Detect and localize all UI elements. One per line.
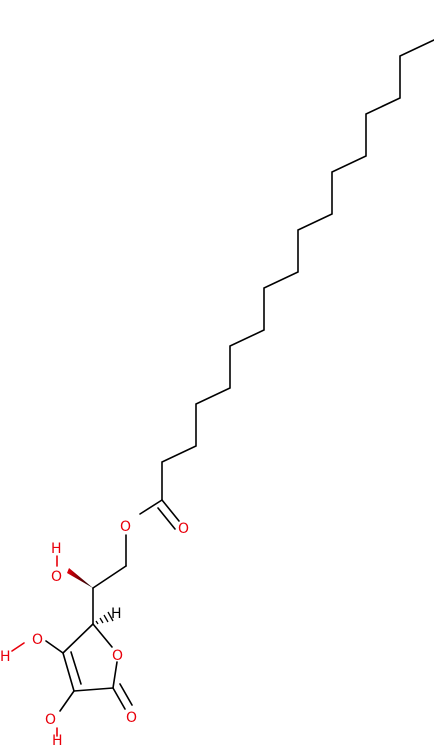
- ring-c1-c2-bond: [73, 687, 114, 692]
- ring-h-label: H: [111, 606, 122, 622]
- enol-top-h-label: H: [0, 649, 11, 665]
- ring-c2-c3-bond-2: [70, 651, 82, 685]
- ring-c3-c4-bond: [62, 623, 94, 654]
- enol-top-o-label: O: [32, 632, 43, 648]
- carbonyl-oxygen-label: O: [178, 521, 189, 537]
- enol-top-h-bond: [11, 642, 25, 652]
- acyl-chain: [161, 39, 434, 501]
- lactone-oxygen-label: O: [126, 710, 137, 726]
- ester-bond: [139, 499, 163, 515]
- ring-oxygen-label: O: [112, 648, 123, 664]
- ring-c4-o-bond: [92, 623, 113, 648]
- enol-bottom-o-label: O: [45, 712, 56, 728]
- ester-oxygen-label: O: [120, 519, 131, 535]
- ring-c2-c3-bond-1: [62, 652, 75, 692]
- ring-o-c1-bond: [112, 661, 118, 689]
- enol-bottom-h-label: H: [52, 733, 63, 748]
- carbonyl-bond-1: [161, 499, 180, 522]
- hashed-bond-h: [95, 611, 114, 625]
- lactone-carbonyl-1: [112, 687, 126, 710]
- lactone-carbonyl-2: [119, 683, 133, 706]
- enol-bottom-oh-bond: [59, 690, 75, 712]
- enol-top-oh-bond: [45, 640, 64, 654]
- wedge-bond-oh: [67, 568, 93, 588]
- side-oh-o-label: O: [51, 569, 62, 585]
- side-oh-h-label: H: [51, 541, 62, 557]
- ch2-choh-bond: [92, 565, 127, 589]
- carbonyl-bond-2: [157, 507, 176, 530]
